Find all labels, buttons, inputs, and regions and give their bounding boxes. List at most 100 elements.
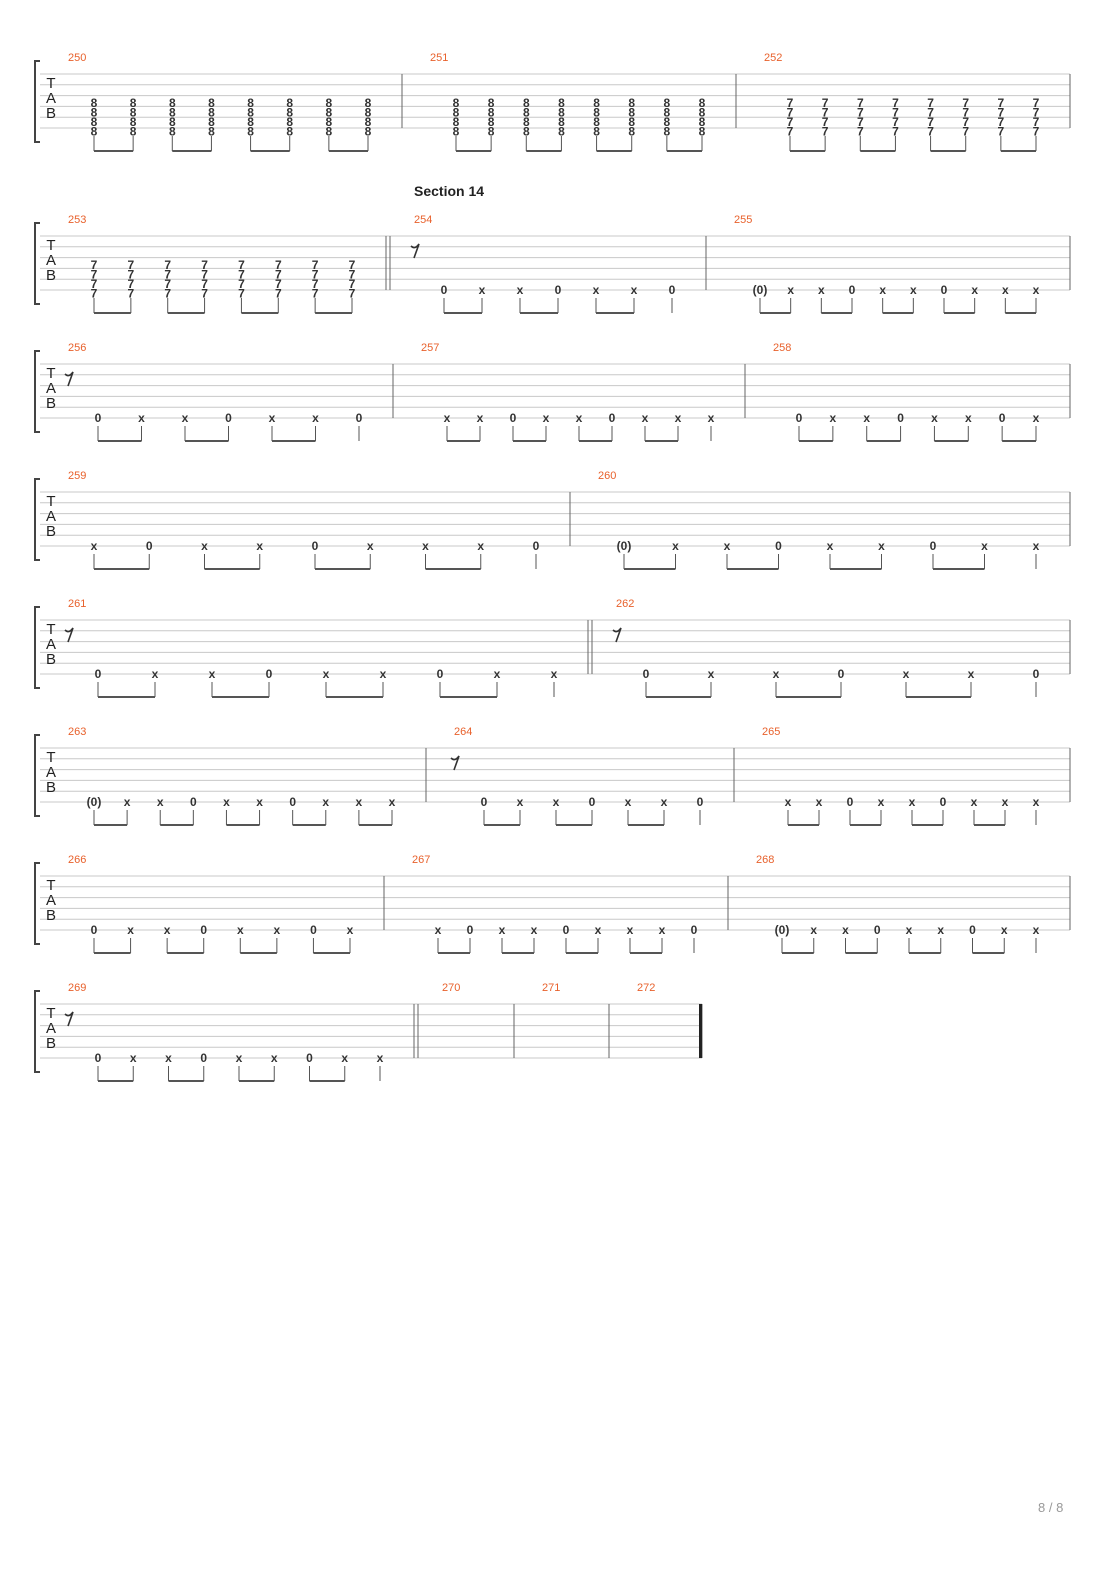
fret-number: 7 [128, 268, 135, 282]
fret-number: 0 [441, 283, 448, 297]
dead-note: x [642, 411, 649, 425]
dead-note: x [543, 411, 550, 425]
measure-number: 265 [762, 726, 780, 738]
fret-number: 8 [664, 96, 671, 110]
measure-number: 254 [414, 214, 432, 226]
measure-number: 261 [68, 598, 86, 610]
fret-number: 7 [787, 106, 794, 120]
fret-number: 8 [208, 96, 215, 110]
fret-number: 8 [91, 96, 98, 110]
fret-number: 8 [488, 106, 495, 120]
measure-number: 270 [442, 982, 460, 994]
fret-number: 8 [365, 115, 372, 129]
fret-number: 7 [312, 268, 319, 282]
tab-clef-letter: T [46, 621, 55, 638]
dead-note: x [389, 795, 396, 809]
fret-number: 0 [849, 283, 856, 297]
fret-number: 7 [998, 106, 1005, 120]
fret-number: 7 [927, 106, 934, 120]
fret-number: 8 [523, 106, 530, 120]
fret-number: 0 [95, 411, 102, 425]
dead-note: x [356, 795, 363, 809]
fret-number: 0 [999, 411, 1006, 425]
dead-note: x [842, 923, 849, 937]
fret-number: 7 [201, 277, 208, 291]
dead-note: x [708, 411, 715, 425]
fret-number: 7 [857, 125, 864, 139]
measure-number: 256 [68, 342, 86, 354]
measure-number: 264 [454, 726, 472, 738]
dead-note: x [1033, 923, 1040, 937]
fret-number: 8 [247, 115, 254, 129]
fret-number: 8 [286, 115, 293, 129]
fret-number: 7 [164, 268, 171, 282]
fret-number: 7 [91, 258, 98, 272]
fret-number: 8 [169, 125, 176, 139]
fret-number: 8 [208, 125, 215, 139]
fret-number: 7 [164, 258, 171, 272]
fret-number: 7 [1033, 106, 1040, 120]
fret-number: 0 [838, 667, 845, 681]
dead-note: x [593, 283, 600, 297]
dead-note: x [517, 795, 524, 809]
dead-note: x [274, 923, 281, 937]
tab-clef-letter: T [46, 365, 55, 382]
fret-number: 8 [523, 96, 530, 110]
fret-number: 8 [91, 115, 98, 129]
dead-note: x [787, 283, 794, 297]
fret-number: 0 [874, 923, 881, 937]
measure-number: 251 [430, 52, 448, 64]
fret-number: 8 [523, 125, 530, 139]
dead-note: x [1033, 795, 1040, 809]
tab-clef-letter: A [46, 764, 56, 781]
dead-note: x [971, 795, 978, 809]
fret-number: 7 [128, 258, 135, 272]
dead-note: x [165, 1051, 172, 1065]
fret-number: 0 [847, 795, 854, 809]
fret-number: 8 [699, 96, 706, 110]
tab-clef-letter: A [46, 892, 56, 909]
fret-number: 7 [998, 125, 1005, 139]
dead-note: x [517, 283, 524, 297]
fret-number: 8 [169, 106, 176, 120]
dead-note: x [494, 667, 501, 681]
fret-number: 7 [164, 277, 171, 291]
fret-number: 7 [822, 115, 829, 129]
fret-number: 0 [555, 283, 562, 297]
dead-note: x [223, 795, 230, 809]
dead-note: x [1033, 283, 1040, 297]
system-bracket [34, 990, 40, 1073]
fret-number: 8 [91, 106, 98, 120]
fret-number: 8 [130, 106, 137, 120]
dead-note: x [659, 923, 666, 937]
dead-note: x [931, 411, 938, 425]
fret-number: 0 [563, 923, 570, 937]
measure-number: 252 [764, 52, 782, 64]
dead-note: x [322, 795, 329, 809]
tab-clef-letter: B [46, 907, 56, 924]
fret-number: 8 [699, 115, 706, 129]
fret-number: 8 [453, 125, 460, 139]
fret-number: 8 [130, 125, 137, 139]
dead-note: x [785, 795, 792, 809]
fret-number: 0 [306, 1051, 313, 1065]
dead-note: x [631, 283, 638, 297]
measure-number: 263 [68, 726, 86, 738]
dead-note: x [182, 411, 189, 425]
dead-note: x [201, 539, 208, 553]
fret-number: 7 [312, 258, 319, 272]
fret-number: 0 [190, 795, 197, 809]
dead-note: x [91, 539, 98, 553]
fret-number: 7 [1033, 96, 1040, 110]
fret-number: 7 [128, 277, 135, 291]
fret-number: 7 [312, 277, 319, 291]
measure-number: 259 [68, 470, 86, 482]
dead-note: x [906, 923, 913, 937]
fret-number: 7 [962, 125, 969, 139]
fret-number: 8 [488, 115, 495, 129]
dead-note: x [479, 283, 486, 297]
tab-clef-letter: B [46, 523, 56, 540]
